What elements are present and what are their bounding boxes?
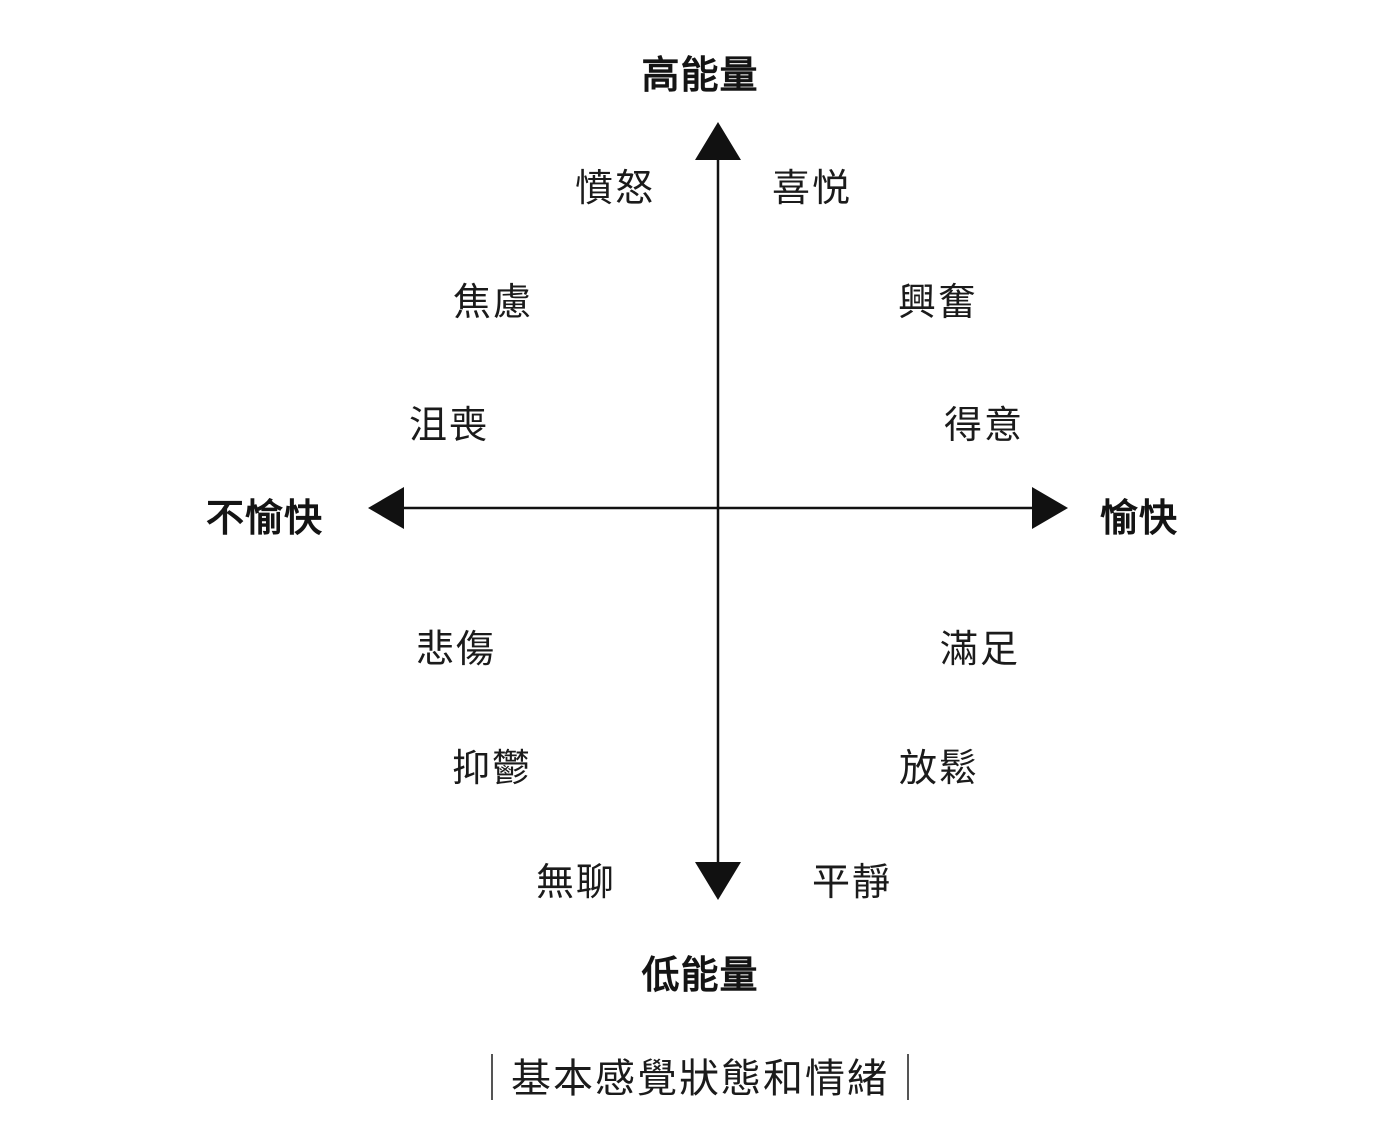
emotion-label-relaxed: 放鬆 (899, 748, 980, 790)
diagram-caption: 基本感覺狀態和情緒 (0, 1046, 1400, 1104)
emotion-label-pride: 得意 (944, 405, 1025, 447)
emotion-label-calm: 平靜 (812, 862, 893, 904)
axis-label-high-energy: 高能量 (641, 55, 759, 97)
emotion-label-joy: 喜悦 (772, 168, 853, 210)
emotion-label-boredom: 無聊 (536, 862, 617, 904)
caption-text: 基本感覺狀態和情緒 (511, 1056, 889, 1101)
caption-right-rule (907, 1054, 909, 1100)
axis-arrow-up (695, 122, 741, 160)
axis-arrow-right (1032, 487, 1068, 529)
emotion-label-sadness: 悲傷 (416, 629, 497, 671)
axis-arrow-left (368, 487, 404, 529)
axis-label-low-energy: 低能量 (641, 955, 759, 997)
emotion-label-contentment: 滿足 (940, 629, 1021, 671)
emotion-label-excitement: 興奮 (898, 282, 979, 324)
axis-label-pleasant: 愉快 (1100, 498, 1179, 540)
axis-label-unpleasant: 不愉快 (206, 498, 324, 540)
emotion-label-anxiety: 焦慮 (453, 282, 534, 324)
axis-arrow-down (695, 862, 741, 900)
emotion-label-depression: 抑鬱 (452, 748, 533, 790)
emotion-label-anger: 憤怒 (575, 168, 656, 210)
caption-left-rule (491, 1054, 493, 1100)
emotion-label-dejection: 沮喪 (409, 405, 490, 447)
